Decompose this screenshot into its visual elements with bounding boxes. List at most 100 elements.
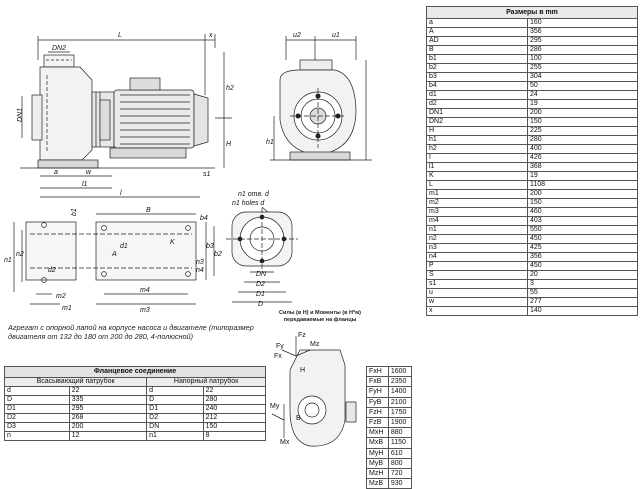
dimension-row-cell: 368 bbox=[527, 162, 638, 172]
force-Mx-label: Mx bbox=[280, 439, 290, 446]
flange-row-cell: 295 bbox=[68, 404, 148, 414]
dim-w-label: w bbox=[86, 169, 92, 176]
dimension-row-cell: P bbox=[426, 261, 528, 271]
force-My-label: My bbox=[270, 403, 280, 410]
flange-row-cell: 150 bbox=[202, 422, 267, 432]
flange-row-cell: d bbox=[146, 386, 204, 396]
dimension-row-cell: 356 bbox=[527, 27, 638, 37]
flange-holes-ru: n1 отв. d bbox=[238, 191, 270, 198]
dimension-row-cell: 277 bbox=[527, 297, 638, 307]
dimension-row-cell: 55 bbox=[527, 288, 638, 298]
flange-table-caption-row: Фланцевое соединение bbox=[4, 366, 266, 378]
force-row-cell: 1750 bbox=[387, 406, 413, 419]
dimension-row-cell: m3 bbox=[426, 207, 528, 217]
dim-n4-label: n4 bbox=[196, 267, 204, 274]
dim-m2-label: m2 bbox=[56, 293, 66, 300]
dimension-row-cell: I bbox=[426, 153, 528, 163]
flange-row-cell: 200 bbox=[68, 422, 148, 432]
dimension-row-cell: n2 bbox=[426, 234, 528, 244]
dimension-row-cell: n1 bbox=[426, 225, 528, 235]
dimension-row-cell: 150 bbox=[527, 117, 638, 127]
flange-row-cell: 212 bbox=[202, 413, 267, 423]
dimension-row-cell: b2 bbox=[426, 63, 528, 73]
dim-DN-label: DN bbox=[256, 271, 267, 278]
flange-row-cell: d bbox=[4, 386, 70, 396]
flange-row-cell: 8 bbox=[202, 431, 267, 441]
dim-DN1-label: DN1 bbox=[17, 108, 24, 122]
dimension-row-cell: 225 bbox=[527, 126, 638, 136]
flange-holes-en: n1 holes d bbox=[232, 200, 265, 207]
dim-m1-label: m1 bbox=[62, 305, 72, 312]
dim-b2-label: b2 bbox=[214, 251, 222, 258]
force-row-cell: 1150 bbox=[387, 437, 413, 449]
dimension-row-cell: 450 bbox=[527, 234, 638, 244]
flange-table-subheader-row: Всасывающий патрубок Напорный патрубок bbox=[3, 377, 266, 387]
dimension-row-cell: 550 bbox=[527, 225, 638, 235]
base-plan-view: B b1 n1 n2 d2 A d1 K b4 b3 b2 n3 n4 m2 m… bbox=[4, 207, 222, 314]
dim-L-label: L bbox=[118, 32, 122, 39]
flange-row-cell: 280 bbox=[202, 395, 267, 405]
force-row-cell: 800 bbox=[387, 457, 413, 470]
dimension-row-cell: 200 bbox=[527, 189, 638, 199]
dim-h1-label: h1 bbox=[266, 139, 274, 146]
dimension-row-cell: u bbox=[426, 288, 528, 298]
dimension-row-cell: m1 bbox=[426, 189, 528, 199]
dimension-row-cell: 460 bbox=[527, 207, 638, 217]
force-Mz-label: Mz bbox=[310, 341, 320, 348]
force-Fy-label: Fy bbox=[276, 343, 284, 350]
dimension-row-cell: a bbox=[426, 18, 528, 28]
point-H-label: H bbox=[300, 367, 305, 374]
force-row-cell: MzB bbox=[366, 478, 389, 489]
dim-D-label: D bbox=[258, 301, 263, 308]
force-row-cell: 1600 bbox=[387, 365, 413, 378]
dimension-row-cell: 19 bbox=[527, 99, 638, 109]
suction-nozzle-header: Всасывающий патрубок bbox=[3, 377, 148, 387]
point-B-label: B bbox=[296, 415, 301, 422]
dim-A-label: A bbox=[111, 251, 117, 258]
assembly-caption: Агрегат с опорной лапой на корпусе насос… bbox=[8, 323, 254, 341]
dimension-row-cell: 20 bbox=[527, 270, 638, 280]
dimension-row-cell: h2 bbox=[426, 144, 528, 154]
dim-s1-label: s1 bbox=[203, 171, 211, 178]
dimension-row-cell: 3 bbox=[527, 279, 638, 289]
dimension-row-cell: 140 bbox=[527, 306, 638, 316]
force-row-cell: FzB bbox=[366, 417, 389, 429]
dimensions-table-header-row: Размеры в mm bbox=[426, 6, 638, 19]
dimension-row-cell: DN2 bbox=[426, 117, 528, 127]
dimension-row-cell: b1 bbox=[426, 54, 528, 64]
force-row-cell: 610 bbox=[387, 447, 413, 459]
dimension-row-cell: 160 bbox=[527, 18, 638, 28]
dimension-row-cell: A bbox=[426, 27, 528, 37]
flange-row-cell: 22 bbox=[68, 386, 148, 396]
force-row-cell: 720 bbox=[387, 468, 413, 480]
dim-u1-label: u1 bbox=[332, 32, 340, 39]
dimension-row-cell: 280 bbox=[527, 135, 638, 145]
dimension-row-cell: n4 bbox=[426, 252, 528, 262]
dimension-row-cell: 400 bbox=[527, 144, 638, 154]
dimension-row-cell: x bbox=[426, 306, 528, 316]
dim-B-label: B bbox=[146, 207, 151, 214]
